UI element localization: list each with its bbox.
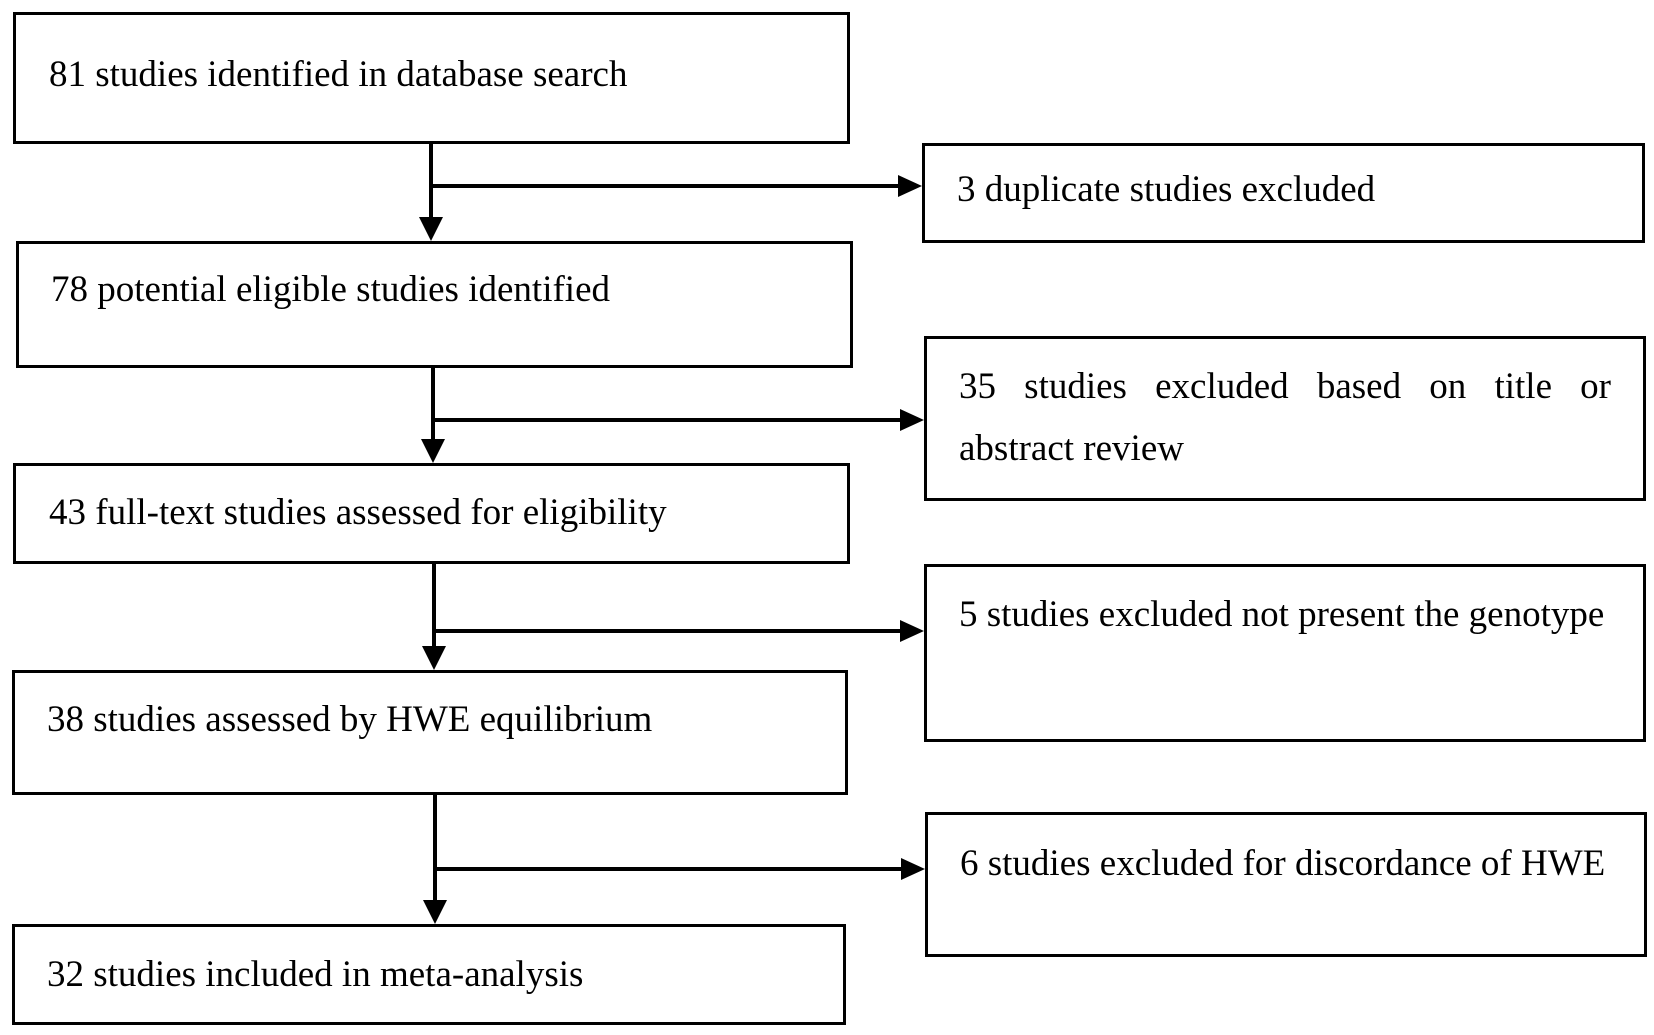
box-genotype-text: 5 studies excluded not present the genot… (959, 594, 1605, 635)
box-eligible-text: 78 potential eligible studies identified (51, 269, 610, 310)
box-duplicates-text: 3 duplicate studies excluded (957, 169, 1376, 210)
box-included-text: 32 studies included in meta-analysis (47, 954, 584, 995)
box-title-abstract: 35 studies excluded based on title or ab… (924, 336, 1646, 501)
box-hwe: 38 studies assessed by HWE equilibrium (12, 670, 848, 795)
arrow-eligible-to-fulltext-head (421, 439, 445, 463)
arrow-to-duplicates-head (898, 175, 922, 197)
box-duplicates: 3 duplicate studies excluded (922, 143, 1645, 243)
box-fulltext: 43 full-text studies assessed for eligib… (13, 463, 850, 564)
arrow-to-genotype-head (900, 620, 924, 642)
arrow-to-hwe-discordance-head (901, 858, 925, 880)
arrow-hwe-to-included-head (423, 900, 447, 924)
box-genotype: 5 studies excluded not present the genot… (924, 564, 1646, 742)
arrow-fulltext-to-hwe-head (422, 646, 446, 670)
arrow-to-title-abstract-head (900, 409, 924, 431)
box-fulltext-text: 43 full-text studies assessed for eligib… (49, 492, 667, 533)
box-identified-text: 81 studies identified in database search (49, 54, 628, 95)
arrow-identified-to-eligible-head (419, 217, 443, 241)
box-hwe-discordance: 6 studies excluded for discordance of HW… (925, 812, 1647, 957)
box-eligible: 78 potential eligible studies identified (16, 241, 853, 368)
box-hwe-text: 38 studies assessed by HWE equilibrium (47, 699, 653, 740)
box-identified: 81 studies identified in database search (13, 12, 850, 144)
box-hwe-discordance-text: 6 studies excluded for discordance of HW… (960, 843, 1606, 884)
box-included: 32 studies included in meta-analysis (12, 924, 846, 1025)
box-title-abstract-text: 35 studies excluded based on title or ab… (959, 366, 1611, 469)
